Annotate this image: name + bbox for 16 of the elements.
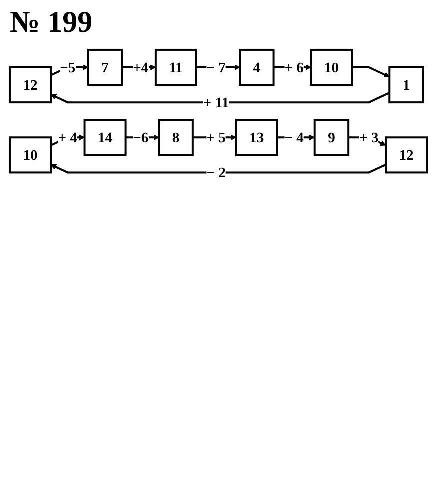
number-box: 10 xyxy=(8,136,52,174)
number-box: 12 xyxy=(8,66,52,104)
number-box: 9 xyxy=(314,119,350,156)
arrow xyxy=(50,92,390,104)
number-box: 10 xyxy=(310,48,354,86)
number-box: 12 xyxy=(385,136,428,174)
number-box: 11 xyxy=(154,48,198,86)
arrow xyxy=(352,66,390,78)
number-box: 1 xyxy=(388,66,424,104)
number-box: 7 xyxy=(87,48,124,86)
heading: № 199 xyxy=(10,6,93,40)
number-box: 13 xyxy=(235,119,278,156)
arrow xyxy=(50,164,386,174)
number-box: 8 xyxy=(158,119,194,156)
number-box: 4 xyxy=(239,48,275,86)
number-box: 14 xyxy=(84,119,127,156)
